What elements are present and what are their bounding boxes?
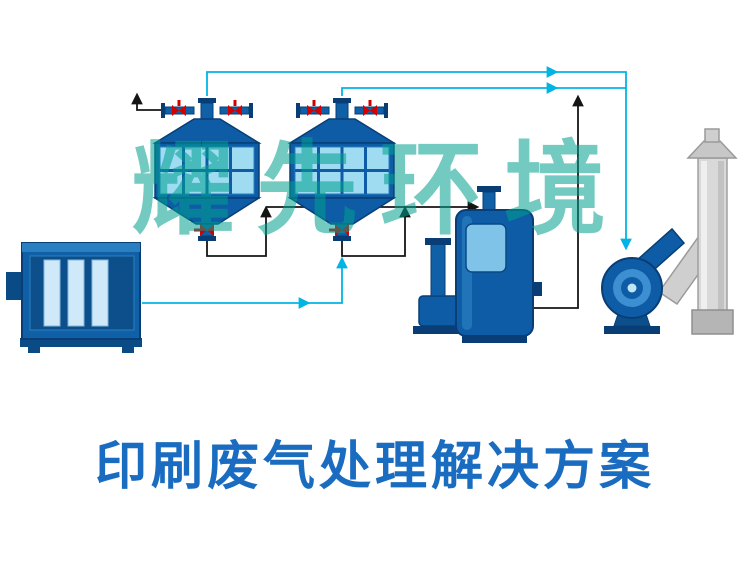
exhaust-chimney [657,128,738,335]
filter-adsorption-unit-2 [288,96,396,243]
circulation-pump [413,238,468,334]
chimney-cap [686,140,738,159]
inlet-pipe [6,272,24,300]
clean-gas-header-lines [142,66,632,309]
scrubber-tank [455,186,542,343]
chimney-base [691,309,734,335]
centrifugal-fan [601,227,686,334]
box-treatment-unit [6,242,142,353]
filter-slats [43,259,109,327]
inspection-window [465,223,507,273]
outlet-stub [533,282,542,296]
page-title: 印刷废气处理解决方案 [94,436,655,497]
filter-adsorption-unit-1 [153,96,261,243]
flow-lines [131,66,632,309]
